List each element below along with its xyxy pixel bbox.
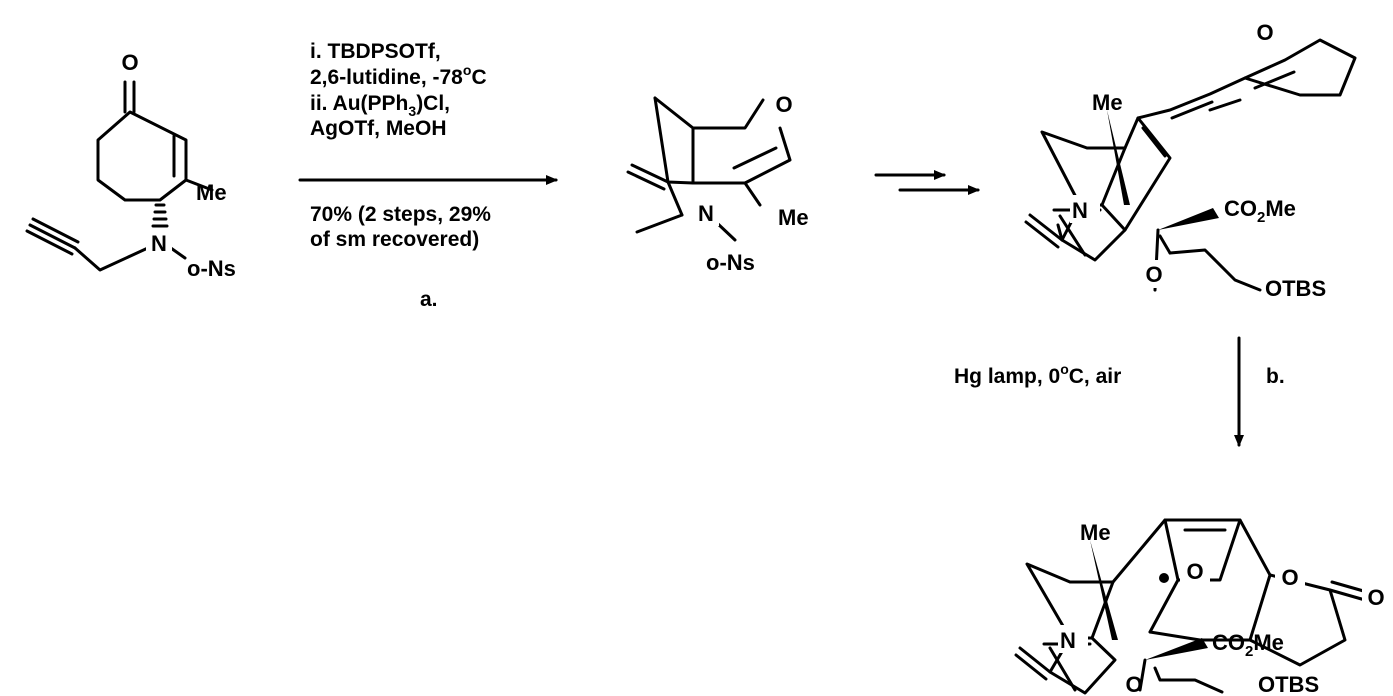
multistep-arrows — [874, 170, 980, 195]
step-a-line-1: i. TBDPSOTf, — [310, 40, 441, 63]
step-a-yield-2: of sm recovered) — [310, 228, 479, 251]
step-a-line-3: ii. Au(PPh3)Cl, — [310, 92, 450, 119]
atom-nitrogen: N — [1060, 628, 1076, 653]
amide-oxygen: O — [1125, 672, 1142, 696]
ester-label: CO2Me — [1224, 196, 1296, 226]
step-a-line-4: AgOTf, MeOH — [310, 117, 447, 140]
reaction-step-a: i. TBDPSOTf, 2,6-lutidine, -78oC ii. Au(… — [298, 40, 558, 311]
step-a-yield-1: 70% (2 steps, 29% — [310, 203, 491, 226]
methyl-label: Me — [1092, 90, 1123, 115]
atom-nitrogen: N — [698, 201, 714, 226]
step-b-conditions: Hg lamp, 0oC, air — [954, 361, 1121, 388]
carbonyl-oxygen: O — [1367, 585, 1384, 610]
methyl-label: Me — [196, 180, 227, 205]
atom-oxygen: O — [121, 50, 138, 75]
step-a-label: a. — [420, 288, 438, 311]
intermediate-bicycle: O Me N o-Ns — [626, 90, 809, 275]
photoproduct: Me O O O N CO2Me OTBS O — [1014, 518, 1390, 696]
atom-nitrogen: N — [151, 231, 167, 256]
atom-oxygen: O — [1145, 262, 1162, 287]
silyl-ether-label: OTBS — [1258, 672, 1319, 696]
silyl-ether-label: OTBS — [1265, 276, 1326, 301]
nosyl-label: o-Ns — [187, 256, 236, 281]
advanced-intermediate: O Me N CO2Me O OTBS — [1024, 18, 1357, 301]
methyl-label: Me — [778, 205, 809, 230]
nosyl-label: o-Ns — [706, 250, 755, 275]
hashed-wedge-bond — [151, 203, 169, 228]
atom-oxygen: O — [775, 92, 792, 117]
starting-material: O Me N o-Ns — [25, 48, 236, 281]
reaction-step-b: Hg lamp, 0oC, air b. — [954, 336, 1285, 447]
lactone-oxygen: O — [1281, 565, 1298, 590]
methyl-label: Me — [1080, 520, 1111, 545]
bridging-oxygen: O — [1186, 559, 1203, 584]
step-a-line-2: 2,6-lutidine, -78oC — [310, 62, 487, 89]
atom-oxygen: O — [1256, 20, 1273, 45]
step-b-label: b. — [1266, 365, 1285, 388]
ester-label: CO2Me — [1212, 630, 1284, 660]
atom-nitrogen: N — [1072, 198, 1088, 223]
